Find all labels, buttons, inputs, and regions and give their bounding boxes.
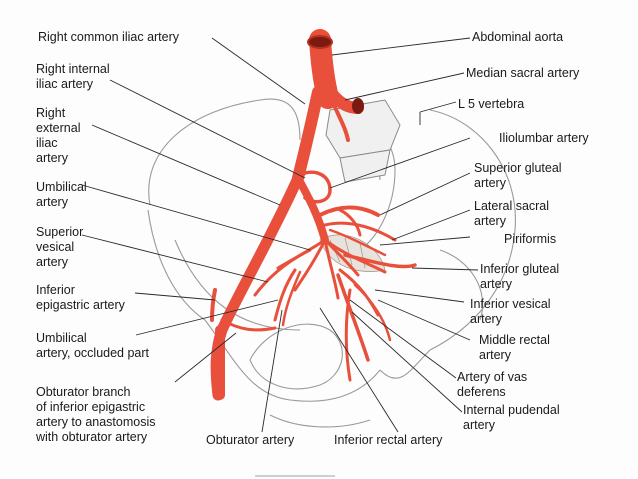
aorta-opening	[307, 35, 333, 49]
label-obturator-branch: Obturator branch of inferior epigastric …	[36, 385, 156, 444]
label-piriformis: Piriformis	[504, 232, 557, 246]
label-iliolumbar-artery: Iliolumbar artery	[499, 131, 589, 145]
label-inferior-rectal-artery: Inferior rectal artery	[334, 433, 443, 447]
label-inferior-gluteal-artery: Inferior gluteal artery	[480, 262, 560, 291]
obturator-vessel	[273, 268, 297, 322]
label-internal-pudendal-artery: Internal pudendal artery	[463, 403, 560, 432]
label-umbilical-artery: Umbilical artery	[36, 180, 87, 209]
arteries	[210, 29, 417, 401]
label-inferior-vesical-artery: Inferior vesical artery	[470, 297, 551, 326]
label-superior-vesical-artery: Superior vesical artery	[36, 225, 84, 269]
label-right-common-iliac-artery: Right common iliac artery	[38, 30, 180, 44]
label-superior-gluteal-artery: Superior gluteal artery	[474, 161, 562, 190]
vertebra-shape	[325, 99, 401, 183]
label-umbilical-artery-occluded: Umbilical artery, occluded part	[36, 331, 150, 360]
label-median-sacral-artery: Median sacral artery	[466, 66, 580, 80]
label-obturator-artery: Obturator artery	[206, 433, 295, 447]
label-artery-of-vas-deferens: Artery of vas deferens	[457, 370, 528, 399]
label-lateral-sacral-artery: Lateral sacral artery	[474, 199, 550, 228]
right-common-iliac-vessel	[292, 86, 324, 184]
label-abdominal-aorta: Abdominal aorta	[472, 30, 564, 44]
internal-iliac-vessel	[294, 174, 329, 244]
leader-lines	[81, 37, 479, 433]
label-inferior-epigastric-artery: Inferior epigastric artery	[36, 283, 125, 312]
label-right-external-iliac-artery: Right external iliac artery	[36, 106, 81, 165]
label-l5-vertebra: L 5 vertebra	[458, 97, 525, 111]
label-right-internal-iliac-artery: Right internal iliac artery	[36, 62, 110, 91]
label-middle-rectal-artery: Middle rectal artery	[479, 333, 550, 362]
